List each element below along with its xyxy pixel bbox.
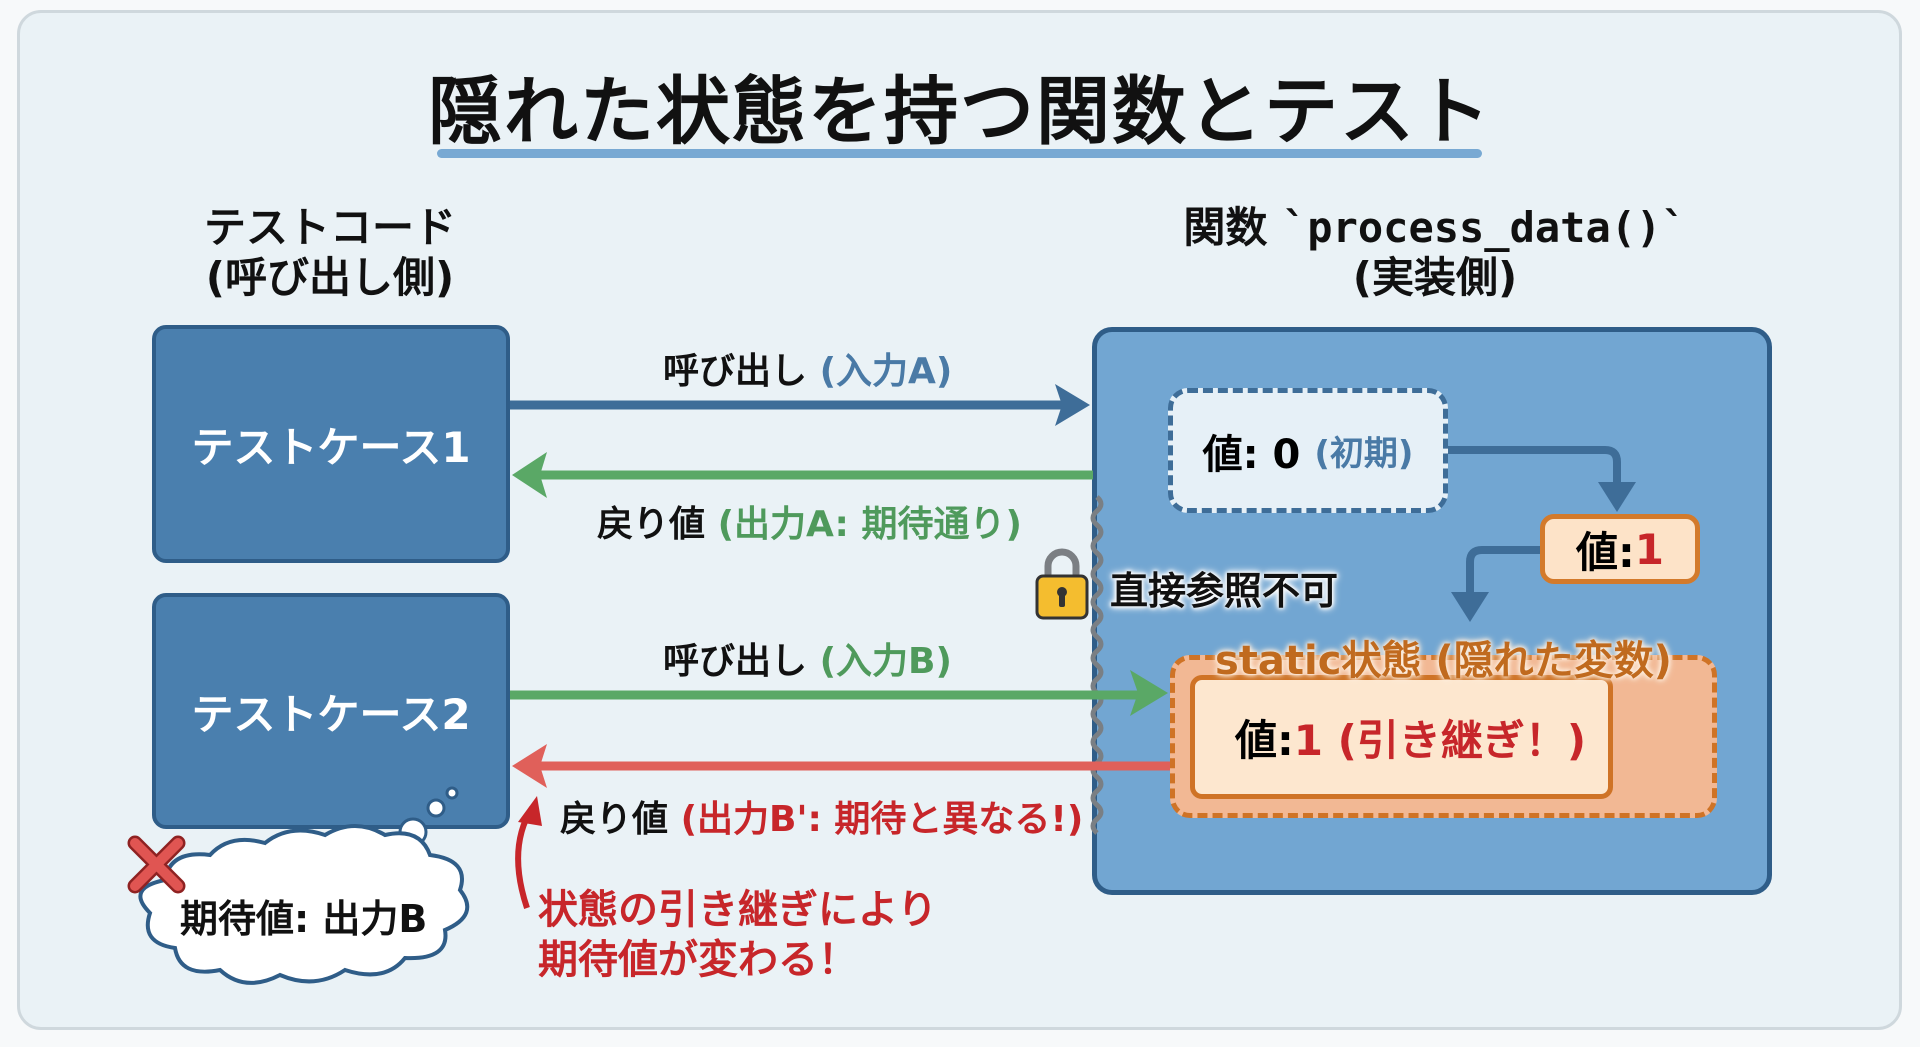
call-a-label: 呼び出し (入力A)	[663, 342, 952, 394]
note-pointer-arrow	[515, 796, 542, 909]
return-b-detail: (出力B': 期待と異なる!)	[680, 799, 1084, 840]
updated-value-prefix: 値:	[1575, 527, 1635, 577]
carried-value-prefix: 値:	[1235, 715, 1294, 765]
title-underline	[437, 149, 1482, 158]
failed-x-icon	[127, 835, 186, 894]
note-line-2: 期待値が変わる！	[538, 937, 858, 983]
test-code-heading-line2: (呼び出し側)	[205, 253, 455, 302]
function-heading-code: `process_data()`	[1282, 203, 1687, 252]
call-b-label: 呼び出し (入力B)	[663, 632, 952, 684]
thought-dot-small	[445, 786, 459, 800]
return-a-arrow	[512, 452, 1093, 498]
updated-to-static-connector	[1451, 546, 1540, 622]
no-direct-access-label: 直接参照不可	[1110, 569, 1339, 613]
test-case-1-label: テストケース1	[191, 422, 471, 472]
function-heading-prefix: 関数	[1183, 203, 1283, 252]
call-b-verb: 呼び出し	[663, 641, 808, 682]
static-state-title: static状態 (隠れた変数)	[1215, 638, 1672, 684]
return-a-detail: (出力A: 期待通り)	[717, 504, 1022, 545]
initial-value-note: (初期)	[1314, 434, 1414, 474]
test-code-heading: テストコード (呼び出し側)	[150, 203, 510, 303]
thought-dot-medium	[426, 798, 446, 818]
carried-value-box: 値: 1 (引き継ぎ！)	[1190, 675, 1613, 799]
lock-icon	[1035, 548, 1089, 620]
expected-value-text: 期待値: 出力B	[180, 897, 428, 941]
updated-value-box: 値: 1	[1540, 514, 1700, 584]
return-b-verb: 戻り値	[560, 799, 669, 840]
page-title: 隠れた状態を持つ関数とテスト	[428, 69, 1492, 155]
function-heading-line2: (実装側)	[1352, 253, 1518, 302]
call-b-detail: (入力B)	[819, 641, 952, 682]
encapsulation-boundary	[1090, 495, 1104, 835]
call-a-verb: 呼び出し	[663, 351, 808, 392]
test-code-heading-line1: テストコード	[203, 203, 456, 252]
return-b-arrow	[512, 744, 1170, 788]
state-carryover-note: 状態の引き継ぎにより 期待値が変わる！	[538, 885, 937, 985]
call-a-arrow	[510, 384, 1090, 426]
return-a-verb: 戻り値	[597, 504, 706, 545]
return-a-label: 戻り値 (出力A: 期待通り)	[597, 495, 1022, 547]
return-b-label: 戻り値 (出力B': 期待と異なる!)	[560, 790, 1083, 842]
expectation-cloud	[138, 824, 470, 985]
initial-value-text: 値: 0	[1202, 431, 1301, 478]
call-a-detail: (入力A)	[819, 351, 953, 392]
initial-value-box: 値: 0 (初期)	[1168, 388, 1448, 513]
init-to-updated-connector	[1448, 446, 1636, 512]
function-heading: 関数 `process_data()` (実装側)	[1100, 203, 1770, 303]
carried-value-number: 1 (引き継ぎ！)	[1293, 715, 1587, 765]
note-line-1: 状態の引き継ぎにより	[538, 887, 938, 933]
updated-value-number: 1	[1634, 524, 1665, 574]
test-case-2-label: テストケース2	[191, 689, 471, 739]
call-b-arrow	[510, 670, 1168, 716]
test-case-1-box[interactable]: テストケース1	[152, 325, 510, 563]
